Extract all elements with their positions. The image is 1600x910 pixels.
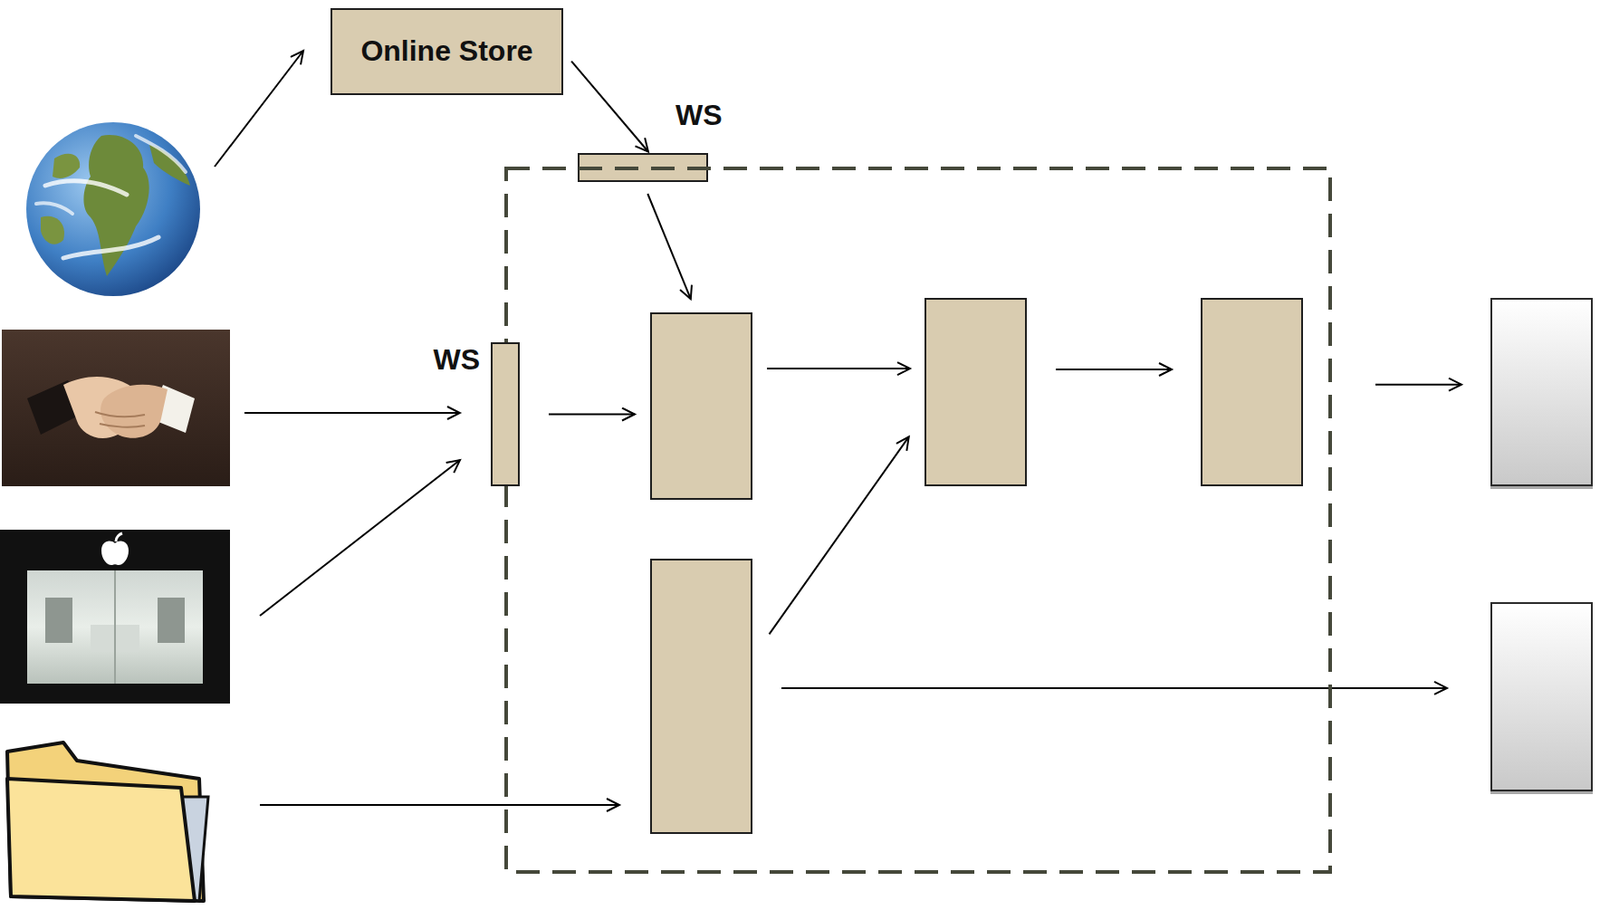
store-box: Online Store [330,8,564,96]
flow-arrow [766,367,911,370]
process-box [650,558,753,834]
service-box: WS [490,342,520,487]
flow-arrow [781,687,1447,690]
service-label: WS [432,344,480,376]
flow-arrow [1375,383,1462,386]
apple-store-picture [0,529,230,704]
input-arrows [214,50,620,805]
service-label: WS [675,99,723,132]
target-box [1490,602,1593,792]
flow-arrow [647,193,691,299]
dashed-outline [504,166,1332,874]
folder-picture [7,742,209,901]
handshake-picture [1,329,230,487]
process-box [924,297,1027,487]
system-boundary [504,166,1332,874]
process-box [1200,297,1303,487]
flow-arrow [1055,368,1172,371]
globe-picture [26,122,201,297]
flow-arrow [548,413,635,416]
box-label: Online Store [360,35,533,68]
process-box [650,312,753,500]
flow-arrow [571,61,649,153]
flow-arrow [769,436,910,634]
target-box [1490,297,1593,487]
